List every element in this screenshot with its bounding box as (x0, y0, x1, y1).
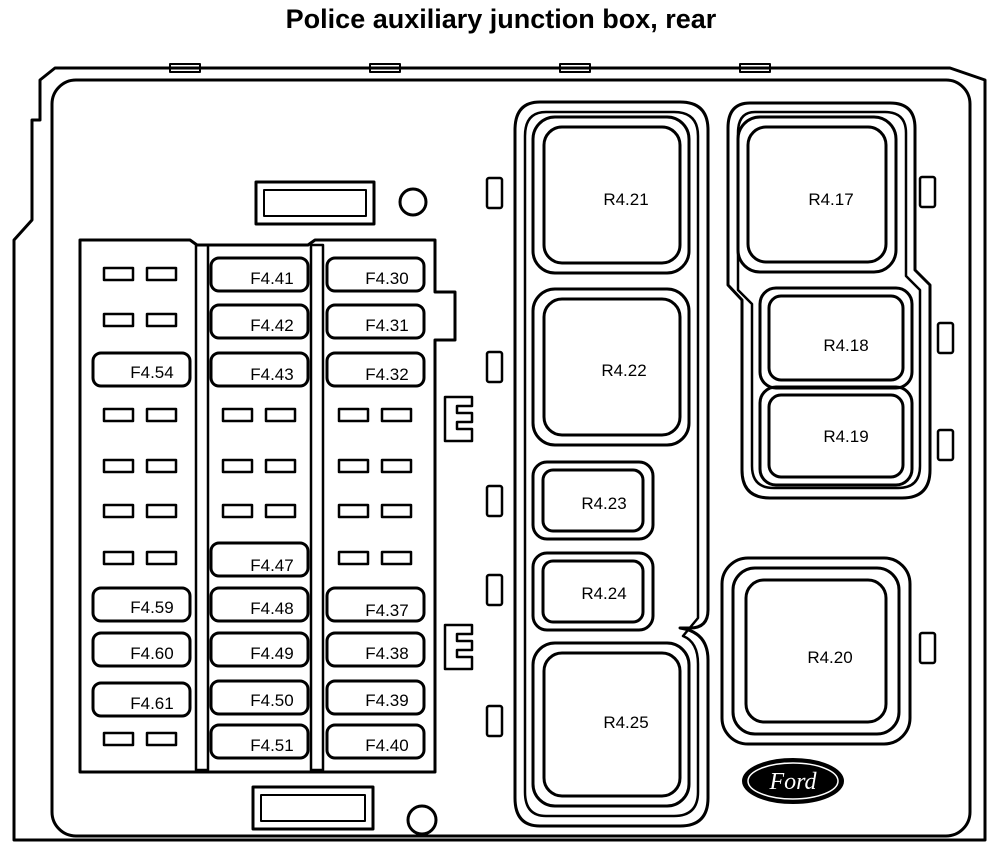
relay-R4.20: R4.20 (720, 556, 912, 746)
diagram-title: Police auxiliary junction box, rear (285, 4, 717, 34)
fuse-label: F4.31 (365, 316, 408, 335)
fuse-panel-divider (194, 243, 210, 772)
fuse-F4.51: F4.51 (209, 723, 310, 760)
fuse-F4.50: F4.50 (209, 679, 310, 716)
ford-logo: Ford (742, 758, 844, 804)
relay-area-right-inner (736, 110, 922, 490)
relay-label: R4.20 (807, 648, 852, 667)
relay-label: R4.18 (823, 336, 868, 355)
logo-text: Ford (768, 769, 817, 795)
relay-R4.23: R4.23 (531, 460, 655, 541)
housing-notch (369, 63, 401, 73)
relay-R4.19: R4.19 (758, 385, 914, 487)
relay-label: R4.17 (808, 190, 853, 209)
relay-area-middle (513, 100, 710, 828)
relay-R4.25: R4.25 (531, 641, 691, 808)
relay-label: R4.24 (581, 584, 626, 603)
relay-label: R4.19 (823, 427, 868, 446)
side-tabs (485, 175, 955, 738)
fuse-label: F4.41 (250, 269, 293, 288)
housing-notch (169, 63, 201, 73)
relay-label: R4.23 (581, 494, 626, 513)
mount-slot-top-inner (263, 189, 367, 217)
fuse-F4.30: F4.30 (325, 256, 426, 293)
relay-R4.21: R4.21 (531, 115, 691, 275)
mount-slot-top (254, 180, 376, 226)
fuse-label: F4.51 (250, 736, 293, 755)
empty-slots (102, 266, 413, 747)
fuse-label: F4.37 (365, 601, 408, 620)
mount-slot-bottom-inner (260, 794, 366, 822)
fuse-F4.42: F4.42 (209, 303, 310, 340)
fuse-F4.48: F4.48 (209, 586, 310, 623)
fuse-F4.54: F4.54 (91, 351, 192, 388)
fuse-label: F4.43 (250, 365, 293, 384)
fuse-label: F4.42 (250, 316, 293, 335)
fuse-label: F4.32 (365, 365, 408, 384)
fuse-F4.61: F4.61 (91, 681, 192, 718)
mount-slot-bottom (251, 785, 375, 831)
relay-label: R4.25 (603, 713, 648, 732)
fuse-label: F4.48 (250, 599, 293, 618)
fuse-F4.32: F4.32 (325, 351, 426, 388)
relay-label: R4.21 (603, 190, 648, 209)
fuse-F4.59: F4.59 (91, 586, 192, 623)
fuse-label: F4.54 (130, 363, 173, 382)
fuse-label: F4.61 (130, 694, 173, 713)
housing-notch (739, 63, 771, 73)
e-clip (443, 623, 474, 671)
fuse-F4.49: F4.49 (209, 631, 310, 668)
housing-outer (12, 66, 987, 842)
fuse-F4.39: F4.39 (325, 679, 426, 716)
fuse-F4.40: F4.40 (325, 723, 426, 760)
fuse-label: F4.38 (365, 644, 408, 663)
fuse-F4.43: F4.43 (209, 351, 310, 388)
relay-label: R4.22 (601, 361, 646, 380)
fuse-label: F4.60 (130, 644, 173, 663)
housing-notch (559, 63, 591, 73)
fuse-label: F4.59 (130, 598, 173, 617)
fuse-F4.31: F4.31 (325, 303, 426, 340)
fuse-label: F4.49 (250, 644, 293, 663)
fuse-panel-divider (309, 243, 325, 772)
fuse-F4.37: F4.37 (325, 586, 426, 623)
fuse-label: F4.50 (250, 691, 293, 710)
relay-R4.17: R4.17 (736, 115, 898, 274)
fuse-F4.60: F4.60 (91, 631, 192, 668)
relay-area-middle-inner (523, 110, 700, 818)
fuse-F4.38: F4.38 (325, 631, 426, 668)
mount-hole-bottom (406, 804, 438, 836)
fuse-label: F4.30 (365, 269, 408, 288)
fuse-label: F4.39 (365, 691, 408, 710)
relay-R4.22: R4.22 (531, 287, 691, 447)
housing-inner (50, 78, 972, 838)
relay-R4.24: R4.24 (531, 551, 655, 632)
relay-area-right (726, 101, 932, 500)
fuse-F4.47: F4.47 (209, 541, 310, 578)
fuse-label: F4.40 (365, 736, 408, 755)
relay-R4.18: R4.18 (758, 286, 914, 390)
fuse-F4.41: F4.41 (209, 256, 310, 293)
e-clip (443, 395, 474, 443)
mount-hole-top (398, 187, 428, 217)
fuse-label: F4.47 (250, 556, 293, 575)
